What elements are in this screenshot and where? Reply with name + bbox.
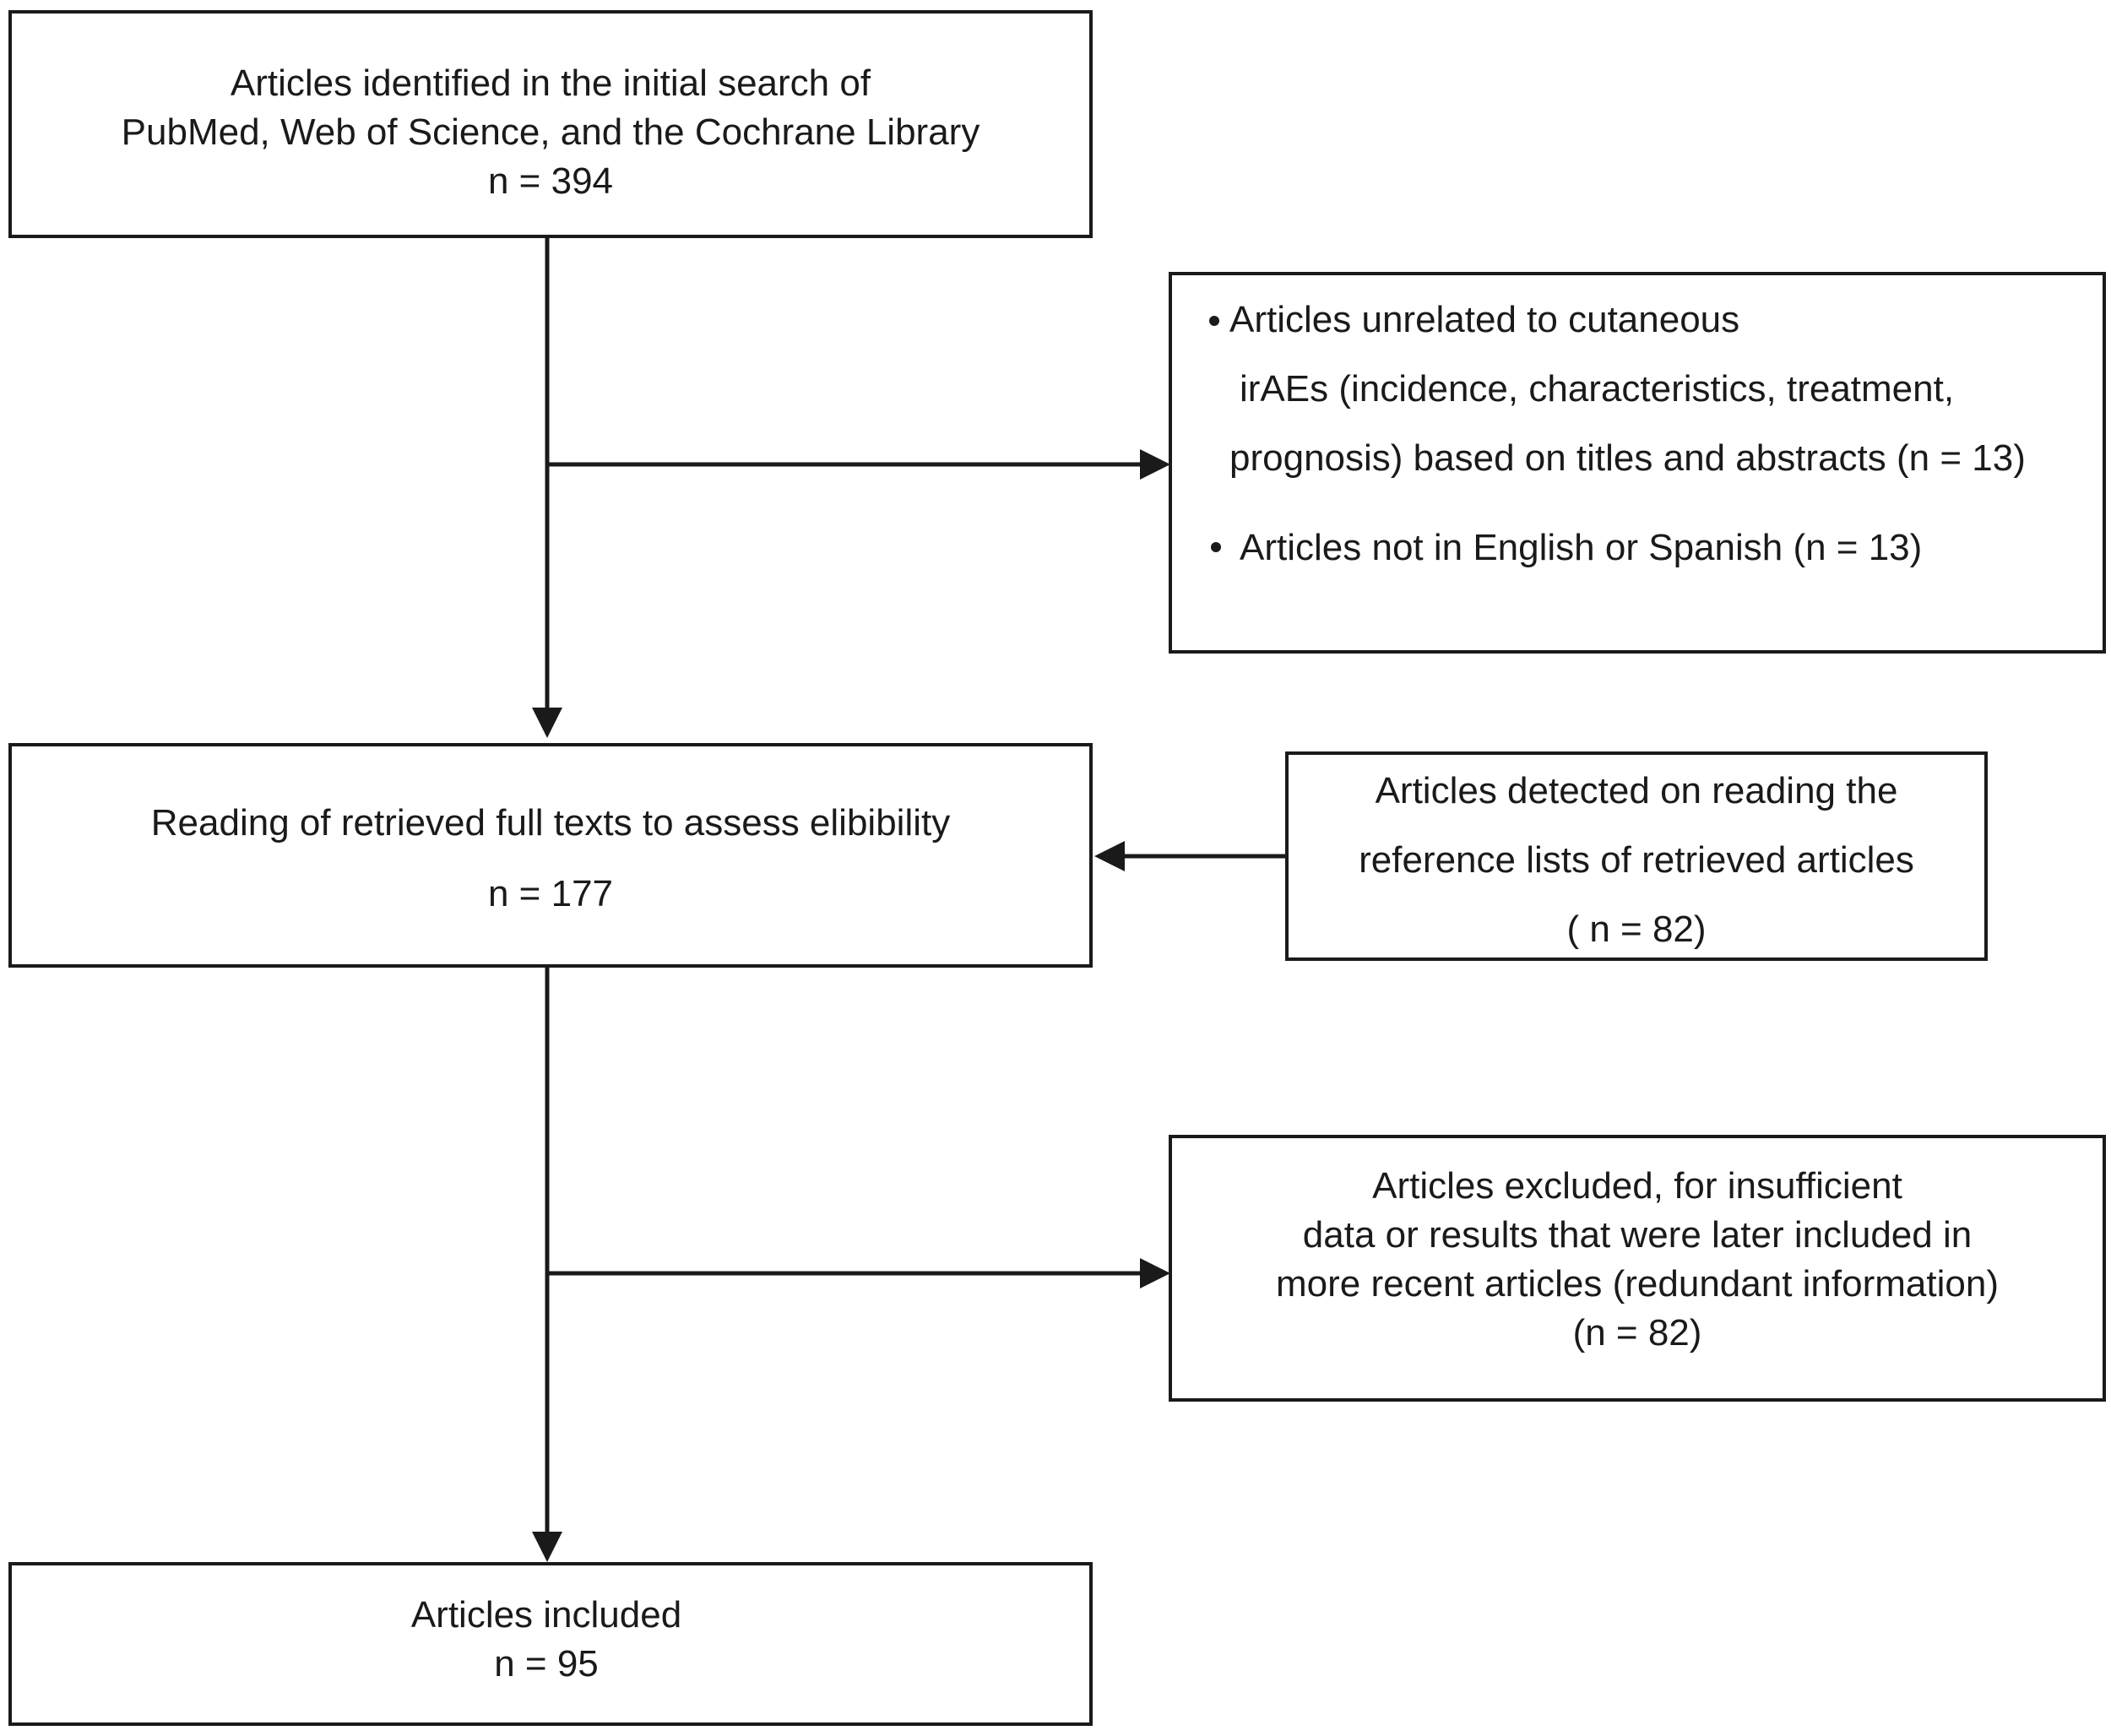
excluded-screening-box: Articles unrelated to cutaneous irAEs (i… [1169,272,2106,654]
full-text-box: Reading of retrieved full texts to asses… [8,743,1093,968]
arrowhead-right-excluded-full-text [1140,1258,1170,1288]
bullet-marker [1211,542,1221,552]
excluded-full-text-count: (n = 82) [1572,1312,1702,1354]
reference-count: ( n = 82) [1566,909,1707,950]
bullet-marker [1209,316,1219,326]
included-count: n = 95 [494,1643,599,1684]
search-line-1: Articles identified in the initial searc… [230,62,871,104]
arrowhead-down-fulltext [532,708,562,738]
included-label: Articles included [410,1594,682,1636]
full-text-label: Reading of retrieved full texts to asses… [150,802,951,844]
excluded-reason-line-3: prognosis) based on titles and abstracts… [1229,437,2026,479]
full-text-count: n = 177 [487,873,614,914]
search-count: n = 394 [487,160,614,202]
excluded-reason-line-2: irAEs (incidence, characteristics, treat… [1240,368,1955,410]
search-line-2: PubMed, Web of Science, and the Cochrane… [121,111,980,153]
arrowhead-right-excluded-screening [1140,449,1170,480]
excluded-reason-line-1: Articles unrelated to cutaneous [1229,299,1740,340]
arrowhead-left-fulltext [1094,841,1125,871]
excluded-full-text-line-3: more recent articles (redundant informat… [1276,1263,1999,1305]
excluded-full-text-box: Articles excluded, for insufficient data… [1169,1135,2106,1402]
excluded-language: Articles not in English or Spanish (n = … [1240,527,1923,568]
search-box: Articles identified in the initial searc… [8,10,1093,238]
reference-line-2: reference lists of retrieved articles [1359,839,1914,881]
reference-lists-box: Articles detected on reading the referen… [1285,751,1988,961]
included-box: Articles included n = 95 [8,1562,1093,1726]
excluded-full-text-line-1: Articles excluded, for insufficient [1372,1165,1902,1207]
arrowhead-down-included [532,1532,562,1562]
excluded-full-text-line-2: data or results that were later included… [1302,1214,1973,1256]
reference-line-1: Articles detected on reading the [1375,770,1898,811]
